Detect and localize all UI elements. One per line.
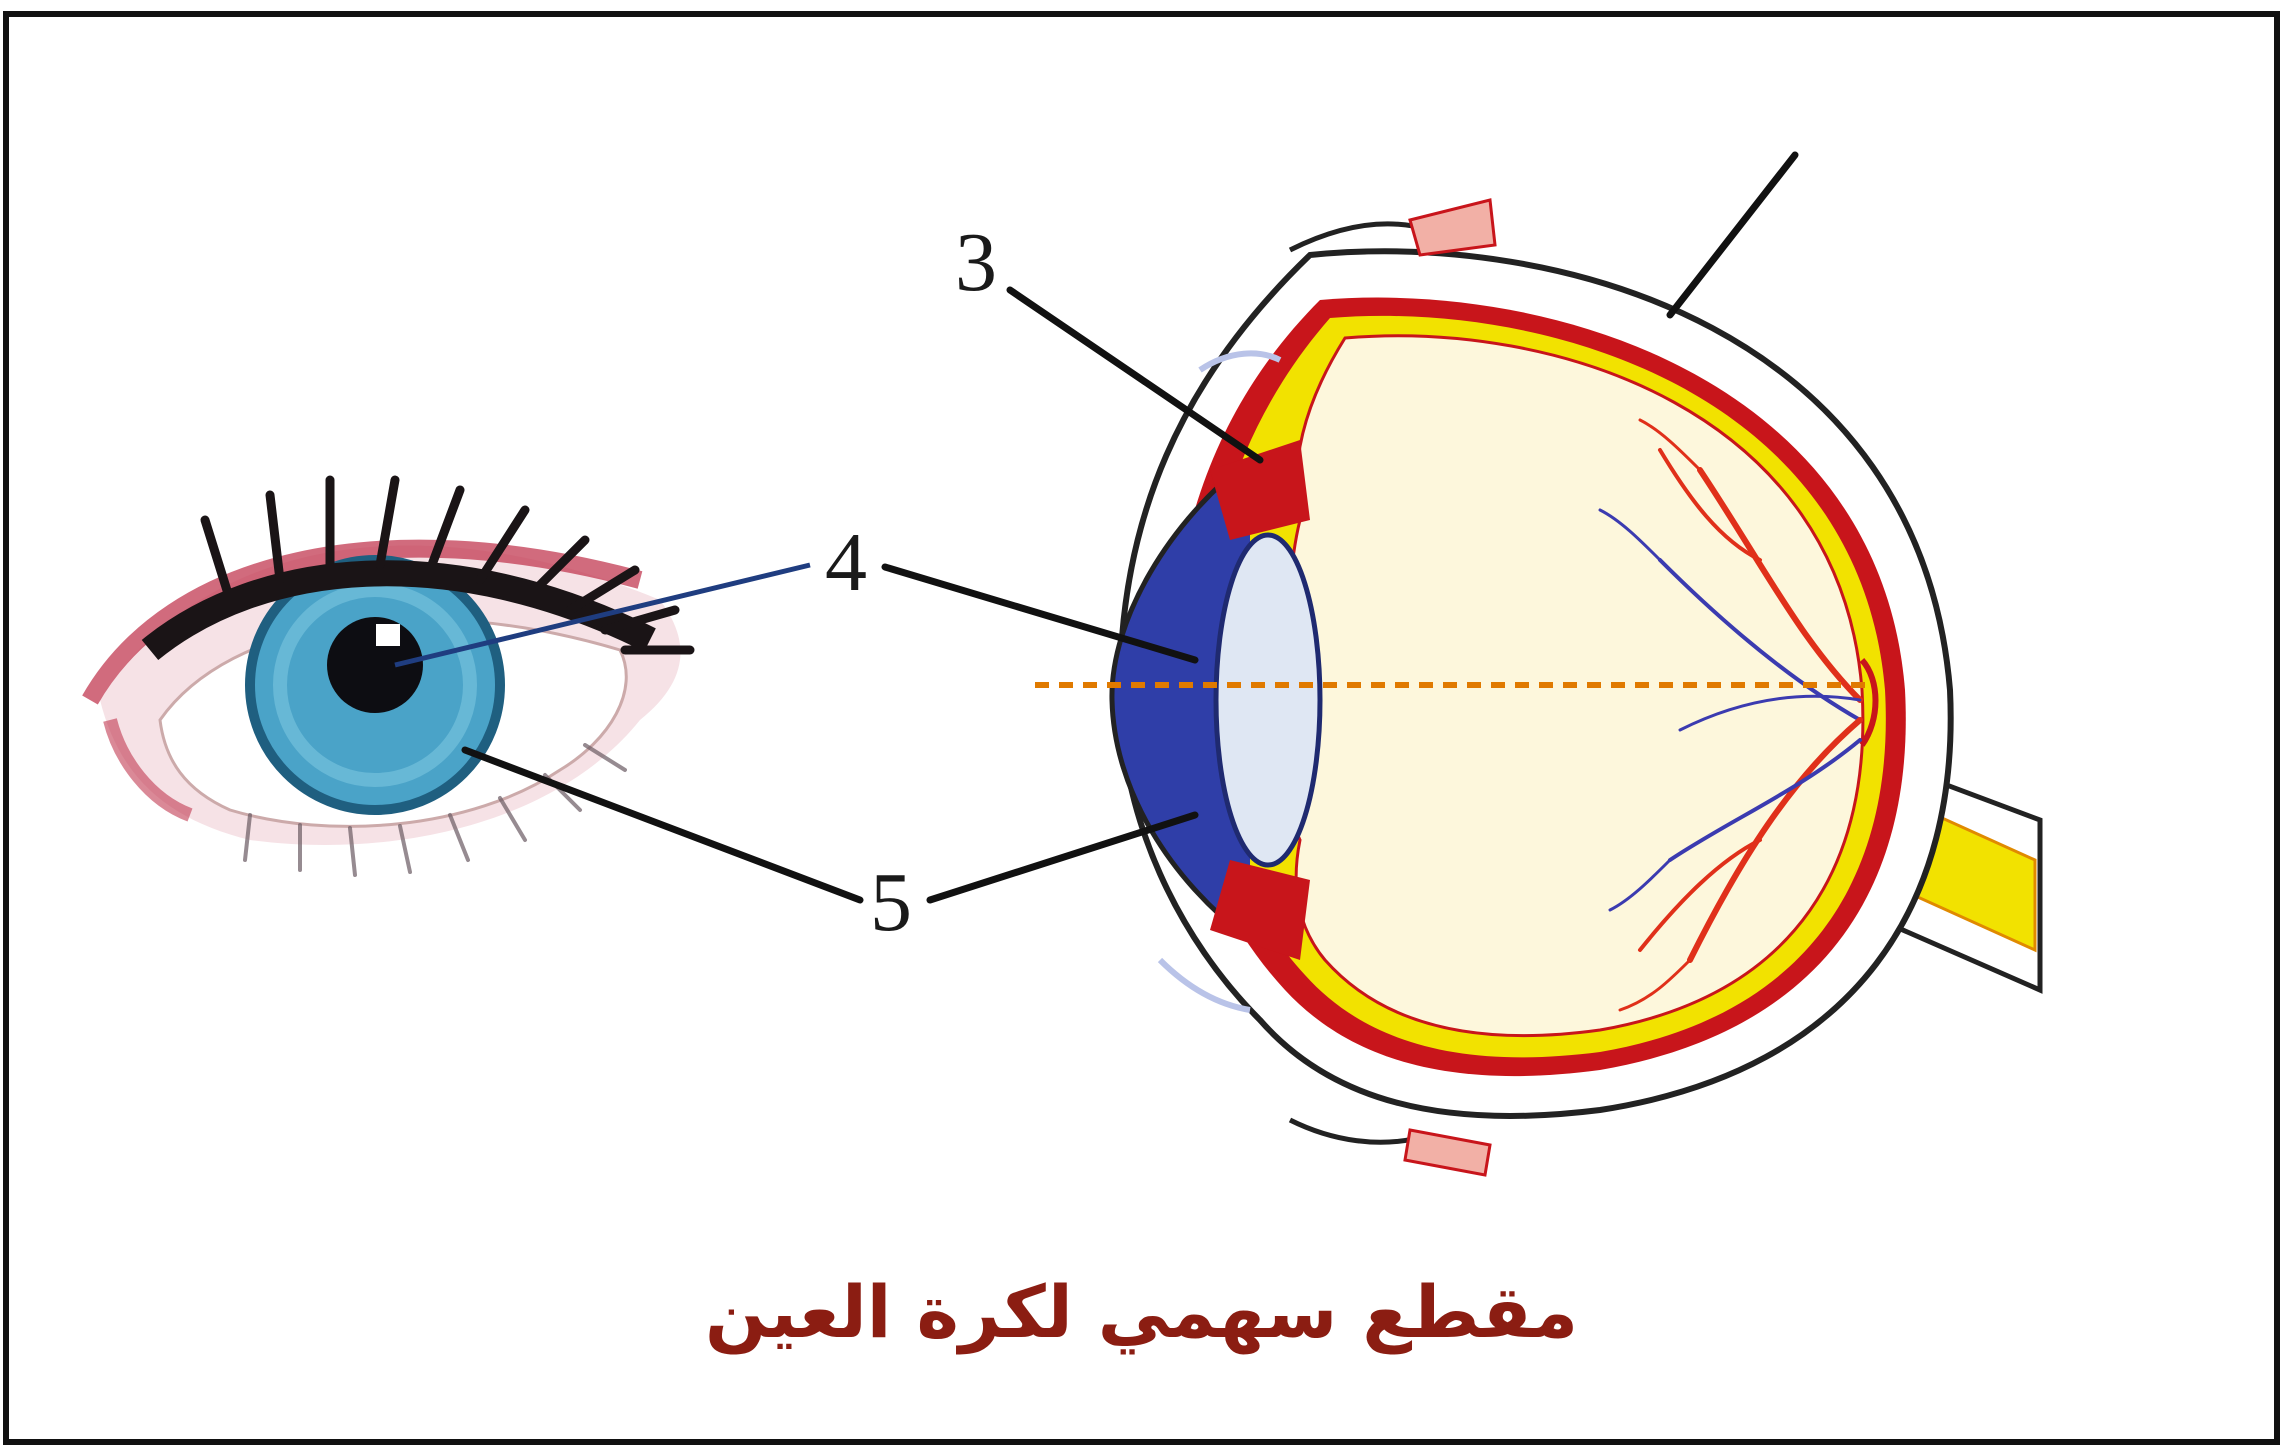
label-5: 5 — [870, 856, 912, 949]
label-4: 4 — [825, 516, 867, 609]
label-3: 3 — [955, 216, 997, 309]
diagram-title: مقطع سهمي لكرة العين — [0, 1270, 2283, 1354]
